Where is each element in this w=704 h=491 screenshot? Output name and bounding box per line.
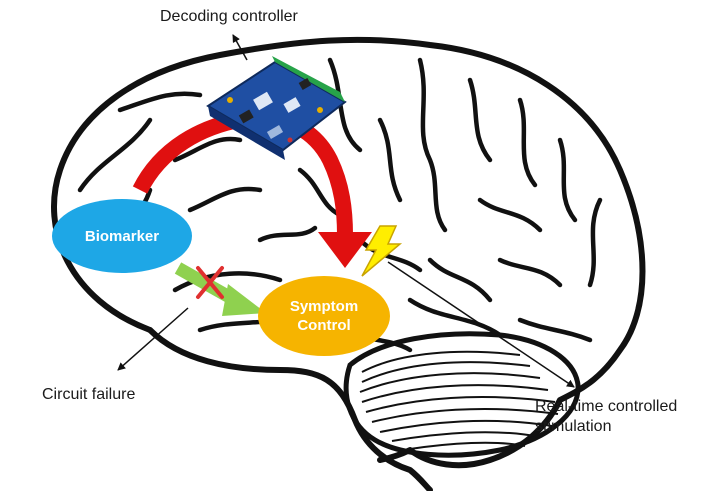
symptom-label: Symptom	[289, 298, 359, 315]
lightning-bolt-icon	[361, 225, 403, 277]
circuit-board-icon	[206, 56, 347, 160]
symptom-control-node	[258, 276, 390, 356]
stimulation-pointer	[387, 261, 575, 388]
decoding-controller-label: Decoding controller	[160, 8, 298, 25]
controller-pointer	[232, 34, 248, 61]
stimulation-label-line1: Real-time controlled	[535, 398, 678, 415]
biomarker-label: Biomarker	[84, 228, 160, 245]
stimulation-label-line2: stimulation	[535, 418, 612, 435]
cerebellum	[343, 331, 581, 458]
circuit-failure-label: Circuit failure	[42, 386, 136, 403]
biomarker-node	[52, 199, 192, 273]
control-label: Control	[297, 317, 351, 334]
cross-mark-icon	[196, 266, 224, 299]
circuit-failure-pointer	[117, 307, 189, 371]
